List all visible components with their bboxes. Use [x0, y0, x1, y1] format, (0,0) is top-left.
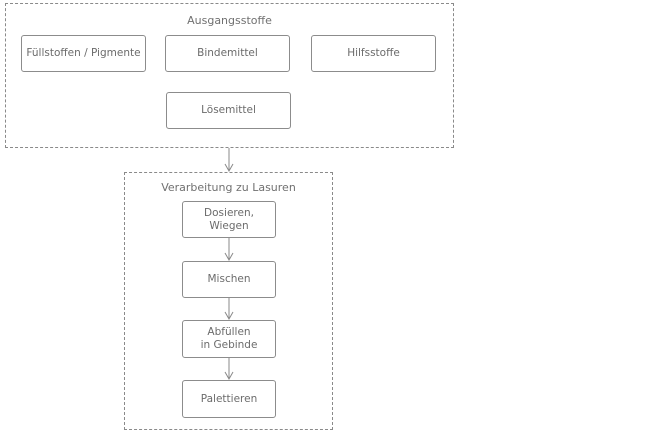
node-palettieren[interactable]: Palettieren — [182, 380, 276, 418]
node-abfuellen-in-gebinde[interactable]: Abfüllen in Gebinde — [182, 320, 276, 358]
group-verarbeitung: Verarbeitung zu Lasuren — [124, 172, 333, 430]
arrow-inputs-to-processing — [224, 148, 234, 173]
node-dosieren-wiegen[interactable]: Dosieren, Wiegen — [182, 201, 276, 238]
group-title-ausgangsstoffe: Ausgangsstoffe — [187, 14, 272, 27]
node-mischen[interactable]: Mischen — [182, 261, 276, 298]
group-title-verarbeitung: Verarbeitung zu Lasuren — [161, 181, 296, 194]
node-bindemittel[interactable]: Bindemittel — [165, 35, 290, 72]
group-ausgangsstoffe: Ausgangsstoffe — [5, 3, 454, 148]
node-fuellstoffen-pigmente[interactable]: Füllstoffen / Pigmente — [21, 35, 146, 72]
node-loesemittel[interactable]: Lösemittel — [166, 92, 291, 129]
node-hilfsstoffe[interactable]: Hilfsstoffe — [311, 35, 436, 72]
